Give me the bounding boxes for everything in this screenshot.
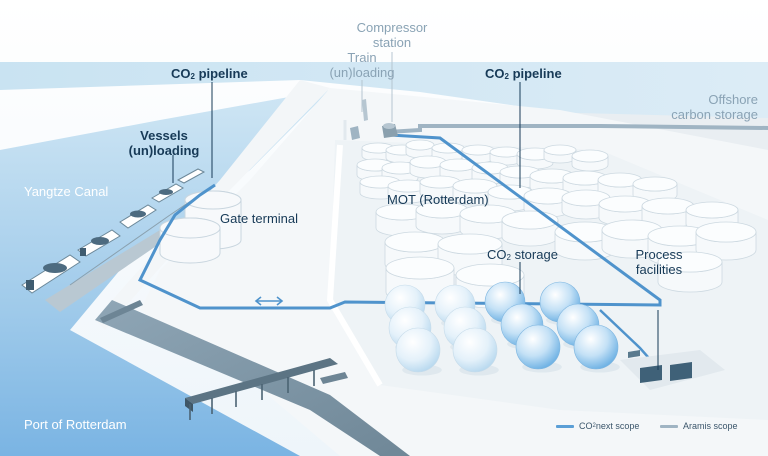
mot-rotterdam-label: MOT (Rotterdam) (387, 192, 489, 207)
tank-icon (543, 144, 577, 164)
co2next-pipeline (137, 133, 662, 310)
process-facilities-buildings (620, 310, 725, 390)
double-arrow-icon (254, 296, 284, 306)
legend-swatch-co2next (556, 424, 574, 428)
tank-icon (597, 172, 643, 199)
vessels (21, 168, 211, 294)
tank-icon (695, 221, 757, 261)
yangtze-canal-label: Yangtze Canal (24, 184, 109, 199)
pier (100, 300, 348, 420)
aramis-pipeline (387, 124, 768, 134)
sphere-tank-icon (515, 324, 562, 373)
port-of-rotterdam-label: Port of Rotterdam (24, 417, 127, 432)
tank-icon (409, 155, 447, 179)
tank-icon (419, 175, 461, 200)
co2-pipeline-left-label: CO2 pipeline (171, 66, 248, 81)
legend-aramis: Aramis scope (660, 421, 738, 431)
compressor-station (382, 52, 398, 138)
sphere-tank-icon (395, 327, 442, 376)
tank-field (356, 139, 757, 309)
tank-icon (657, 251, 723, 293)
train-unloading (350, 80, 368, 140)
tank-icon (501, 210, 559, 247)
sphere-tank-icon (573, 324, 620, 373)
tank-icon (387, 179, 429, 204)
tank-icon (405, 139, 435, 159)
gate-terminal-tanks (159, 190, 242, 264)
legend-swatch-aramis (660, 424, 678, 428)
vessels-unloading-label: Vessels(un)loading (128, 128, 200, 158)
co2-storage-label: CO2 storage (487, 247, 558, 262)
tank-icon (571, 149, 609, 172)
train-unloading-label: Train(un)loading (329, 50, 395, 80)
tank-icon (641, 197, 695, 229)
co2-storage-spheres (384, 281, 620, 376)
sphere-tank-icon (452, 327, 499, 376)
tank-icon (561, 189, 611, 220)
co2-pipeline-right-label: CO2 pipeline (485, 66, 562, 81)
leader-lines (172, 82, 521, 294)
gate-terminal-label: Gate terminal (220, 211, 299, 226)
tank-icon (632, 176, 678, 203)
